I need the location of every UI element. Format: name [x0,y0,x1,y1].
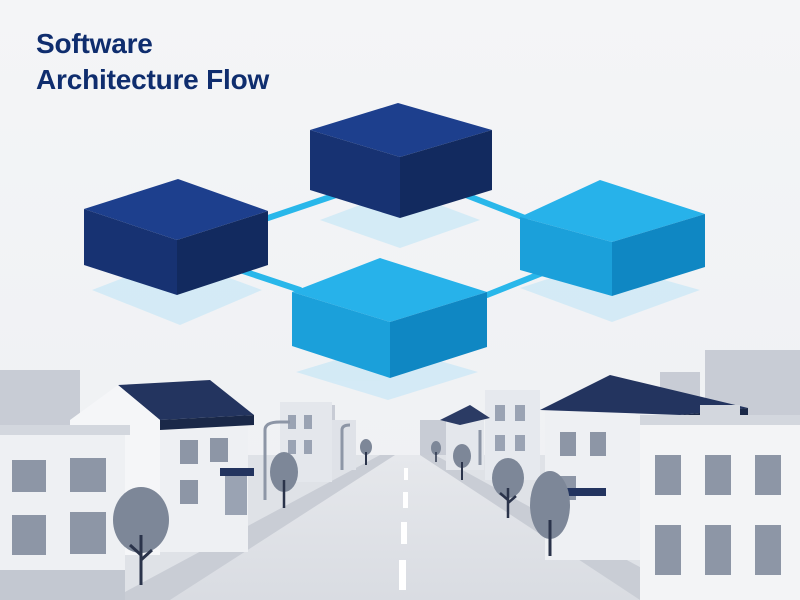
tree-left-far [360,439,372,465]
street-lamps [263,420,482,500]
tree-left-front [113,487,169,585]
tree-left-mid [270,452,298,508]
page-title: Software Architecture Flow [36,26,269,98]
building-mid-left [280,402,356,482]
tree-right-mid [492,458,524,518]
node-left [84,179,268,295]
title-line-2: Architecture Flow [36,64,270,95]
node-bottom [292,258,487,378]
node-right [520,180,705,296]
building-left-front [0,425,130,600]
building-right-front [640,405,800,600]
tree-right-far [431,441,471,480]
building-right-mid [440,390,540,480]
node-top [310,103,492,218]
street-scene [0,350,800,600]
title-line-1: Software [36,28,153,59]
tree-right-front [530,471,570,556]
trees [113,439,570,585]
architecture-diagram [84,103,705,400]
